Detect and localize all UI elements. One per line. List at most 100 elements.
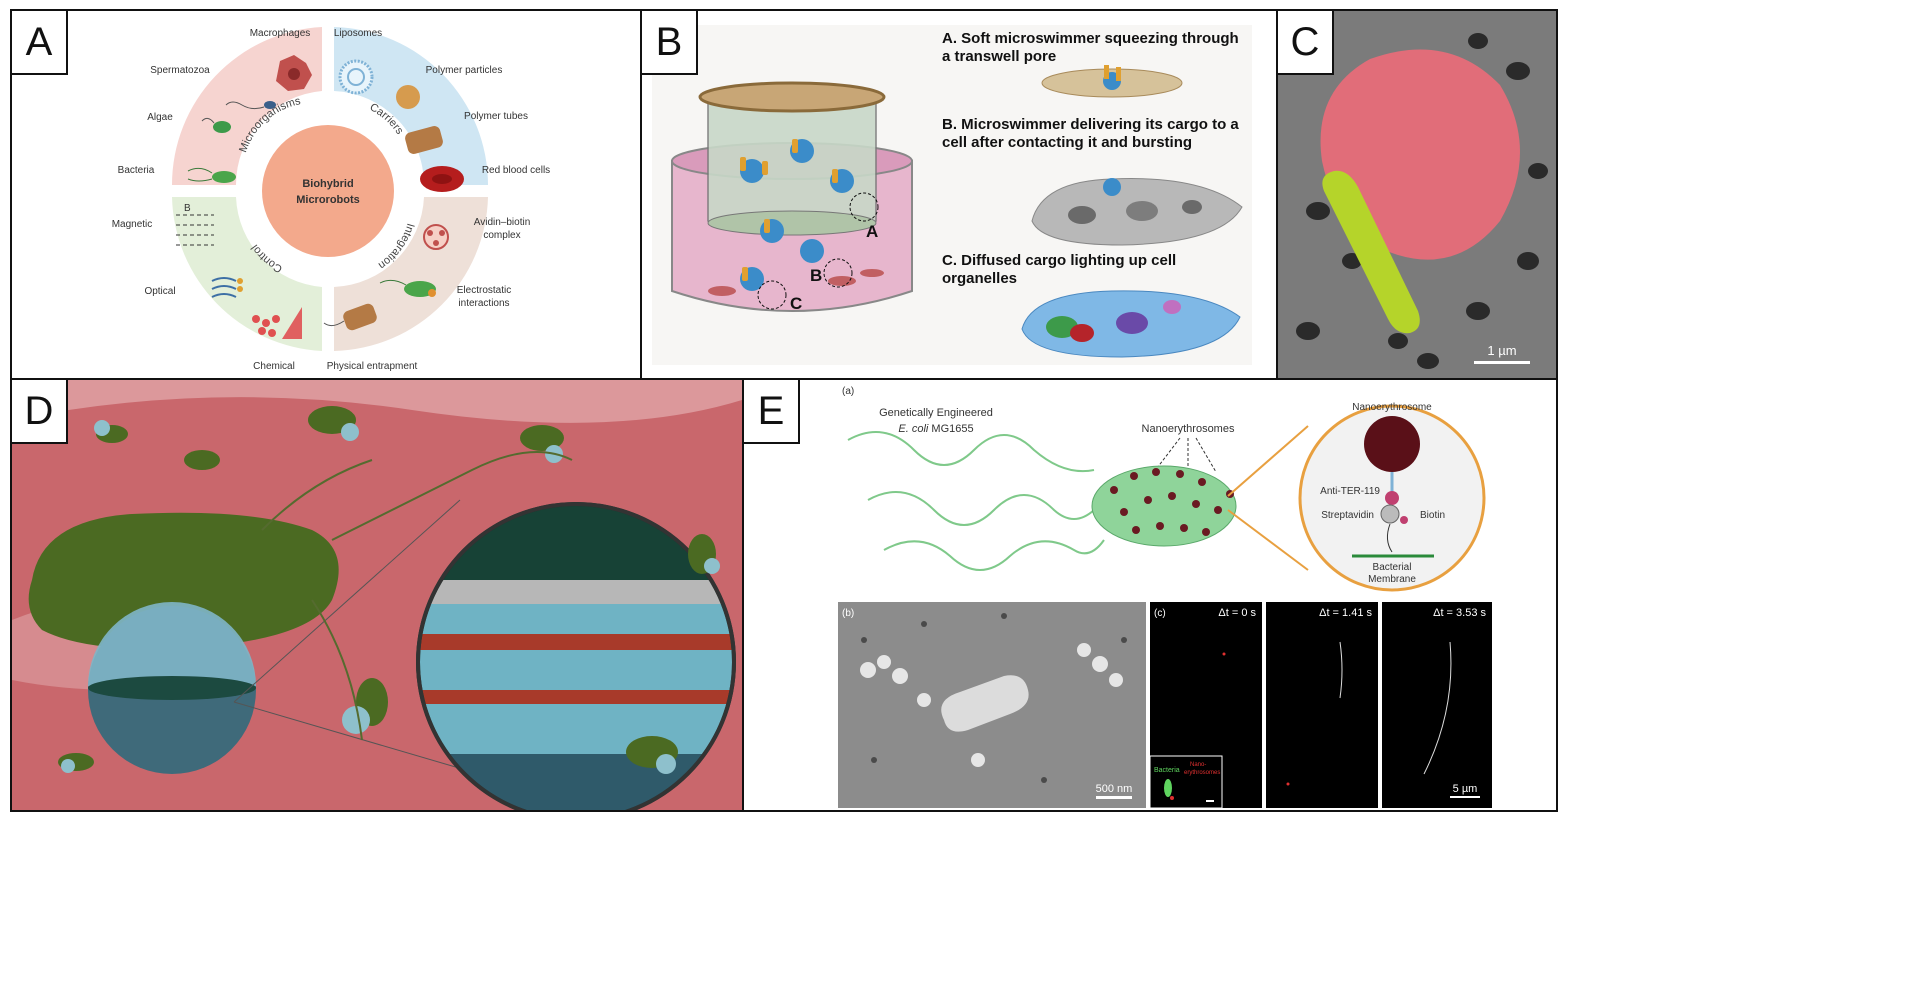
step-a-line2: a transwell pore: [942, 48, 1056, 65]
dt1-label: Δt = 1.41 s: [1319, 607, 1372, 619]
chemical-gradient-icon: [252, 307, 302, 339]
label-polymer-tubes: Polymer tubes: [464, 111, 528, 122]
optical-icon: [211, 277, 243, 298]
electrostatic-icon: [379, 279, 436, 297]
polymer-particle-icon: [396, 85, 420, 109]
panel-label-c: C: [1278, 11, 1334, 75]
frame-1: [1266, 602, 1378, 808]
marker-circle-b: [823, 258, 853, 288]
pore-membrane-illustration: [1041, 65, 1183, 98]
insert-rim: [698, 81, 886, 113]
sub-label-a: (a): [842, 386, 854, 397]
membrane-label-line1: Bacterial: [1373, 562, 1412, 573]
sub-label-b: (b): [842, 608, 854, 619]
label-liposomes: Liposomes: [334, 28, 382, 39]
label-spermatozoa: Spermatozoa: [150, 65, 210, 76]
insert-membrane: [707, 210, 877, 236]
label-magnetic: Magnetic: [112, 219, 153, 230]
red-blood-cell: [1320, 49, 1520, 260]
step-c-line1: C. Diffused cargo lighting up cell: [942, 252, 1176, 269]
engineered-ecoli-figure: (a) Genetically Engineered E. coli MG165…: [838, 386, 1492, 809]
physical-entrapment-icon: [323, 303, 377, 331]
liposome-icon: [338, 59, 374, 95]
label-optical: Optical: [144, 286, 175, 297]
scale-label-c-e: 5 µm: [1453, 783, 1478, 795]
red-blood-cell-icon: [420, 166, 464, 192]
cell-contact-illustration: [1031, 178, 1243, 246]
small-microspheres: [61, 420, 720, 774]
panel-label-b: B: [642, 11, 698, 75]
sub-label-c: (c): [1154, 608, 1166, 619]
magnetic-field-b: B: [184, 203, 191, 214]
avidin-biotin-icon: [423, 224, 449, 250]
cargo-rods: [740, 139, 838, 281]
label-electrostatic-line2: interactions: [458, 298, 509, 309]
label-avidin-line1: Avidin–biotin: [474, 217, 531, 228]
lit-organelles-illustration: [1021, 290, 1241, 358]
dt2-label: Δt = 3.53 s: [1433, 607, 1486, 619]
panel-label-e: E: [744, 380, 800, 444]
panel-e: E (a) Genetically Engineered E. coli MG1…: [742, 378, 1558, 812]
ecoli-label-strain: MG1655: [928, 423, 973, 435]
panel-label-d: D: [12, 380, 68, 444]
scale-label-c: 1 µm: [1487, 343, 1516, 358]
polymer-tube-icon: [405, 126, 443, 154]
step-c-line2: organelles: [942, 270, 1017, 287]
algae-icon: [201, 117, 231, 133]
trajectory-2: [1423, 641, 1452, 775]
panel-label-a: A: [12, 11, 68, 75]
scale-label-b: 500 nm: [1096, 783, 1133, 795]
panel-a: A Biohybrid Microrobots Microorganisms C…: [10, 9, 642, 380]
panel-d: D: [10, 378, 744, 812]
label-chemical: Chemical: [253, 361, 295, 372]
panel-c: C 1 µm: [1276, 9, 1558, 380]
label-algae: Algae: [147, 112, 173, 123]
svg-text:E. coli MG1655: E. coli MG1655: [898, 423, 973, 435]
nanoerythrosome-label: Nanoerythrosome: [1352, 402, 1432, 413]
label-avidin-line2: complex: [483, 230, 520, 241]
panel-b: B A B C A. Soft microswimmer squeezing t…: [640, 9, 1278, 380]
center-circle: [262, 125, 394, 257]
inset-bacteria-label: Bacteria: [1154, 767, 1180, 774]
magnetic-field-icon: [176, 214, 214, 246]
ecoli-flagella: [847, 431, 1105, 571]
bacteria-icon: [187, 167, 236, 183]
spermatozoa-icon: [225, 101, 276, 110]
segment-control: [172, 197, 322, 351]
macrophage-icon: [276, 55, 312, 91]
inset-box: [1149, 755, 1223, 809]
trajectory-1: [1339, 641, 1343, 699]
bacterium: [1322, 170, 1420, 334]
membrane-label-line2: Membrane: [1368, 574, 1416, 585]
biohybrid-rendering: [12, 380, 742, 810]
step-a-line1: A. Soft microswimmer squeezing through: [942, 30, 1239, 47]
sem-image-rbc-bacterium: 1 µm: [1278, 11, 1556, 378]
marker-c: C: [790, 294, 802, 313]
label-macrophages: Macrophages: [250, 28, 311, 39]
label-bacteria: Bacteria: [118, 165, 155, 176]
scale-bar-c: [1474, 361, 1530, 364]
streptavidin-label: Streptavidin: [1321, 510, 1374, 521]
dt0-label: Δt = 0 s: [1218, 607, 1256, 619]
ecoli-body: [1091, 465, 1237, 547]
sem-bacterium-b: [941, 675, 1029, 732]
center-label-line2: Microrobots: [296, 194, 360, 206]
ecoli-label-line1: Genetically Engineered: [879, 407, 993, 419]
nanoerythrosome-sphere: [1364, 416, 1420, 472]
marker-circle-a: [849, 192, 879, 222]
marker-a: A: [866, 222, 878, 241]
marker-circle-c: [757, 280, 787, 310]
label-polymer-particles: Polymer particles: [426, 65, 503, 76]
label-red-blood-cells: Red blood cells: [482, 165, 550, 176]
transwell-diagram: A B C A. Soft microswimmer squeezing thr…: [652, 25, 1252, 365]
label-physical-entrapment: Physical entrapment: [327, 361, 418, 372]
step-b-line2: cell after contacting it and bursting: [942, 134, 1192, 151]
cells-in-well: [708, 269, 884, 296]
nanoerythrosomes-label: Nanoerythrosomes: [1142, 423, 1235, 435]
step-b-line1: B. Microswimmer delivering its cargo to …: [942, 116, 1239, 133]
center-label-line1: Biohybrid: [302, 178, 353, 190]
inset-nano-label-2: erythrosomes: [1184, 770, 1220, 776]
label-electrostatic-line1: Electrostatic: [457, 285, 511, 296]
nanoerythrosome-dots: [1110, 468, 1234, 536]
anti-ter-label: Anti-TER-119: [1320, 486, 1380, 497]
